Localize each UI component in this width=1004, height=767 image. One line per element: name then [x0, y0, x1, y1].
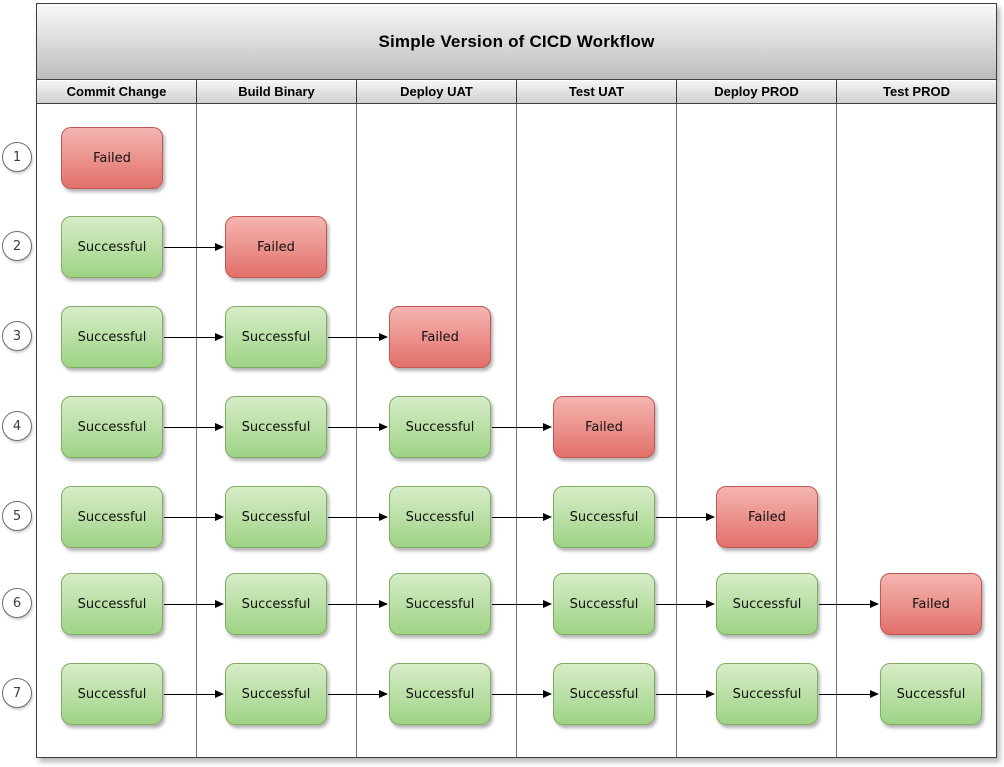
- node-failed: Failed: [716, 486, 818, 548]
- node-successful: Successful: [61, 486, 163, 548]
- node-failed: Failed: [389, 306, 491, 368]
- flow-arrow: [656, 690, 715, 698]
- row-number-badge: 3: [2, 321, 32, 351]
- node-failed: Failed: [880, 573, 982, 635]
- flow-arrow: [328, 690, 388, 698]
- flow-arrow: [328, 333, 388, 341]
- node-successful: Successful: [389, 663, 491, 725]
- workflow-table: Simple Version of CICD Workflow Commit C…: [36, 3, 997, 758]
- flow-arrow: [656, 513, 715, 521]
- flow-arrow: [492, 423, 552, 431]
- swimlane-area: [37, 104, 996, 757]
- node-successful: Successful: [880, 663, 982, 725]
- node-successful: Successful: [389, 486, 491, 548]
- node-successful: Successful: [389, 396, 491, 458]
- column-header-test-uat: Test UAT: [517, 80, 677, 103]
- flow-arrow: [164, 333, 224, 341]
- row-number-badge: 5: [2, 501, 32, 531]
- node-successful: Successful: [225, 663, 327, 725]
- column-header-deploy-uat: Deploy UAT: [357, 80, 517, 103]
- node-successful: Successful: [553, 486, 655, 548]
- flow-arrow: [328, 600, 388, 608]
- flow-arrow: [492, 600, 552, 608]
- node-successful: Successful: [225, 306, 327, 368]
- flow-arrow: [328, 423, 388, 431]
- column-header-row: Commit Change Build Binary Deploy UAT Te…: [37, 80, 996, 104]
- node-failed: Failed: [553, 396, 655, 458]
- column-header-deploy-prod: Deploy PROD: [677, 80, 837, 103]
- node-successful: Successful: [553, 663, 655, 725]
- flow-arrow: [164, 690, 224, 698]
- node-failed: Failed: [225, 216, 327, 278]
- node-successful: Successful: [553, 573, 655, 635]
- node-successful: Successful: [61, 216, 163, 278]
- flow-arrow: [164, 513, 224, 521]
- column-header-build-binary: Build Binary: [197, 80, 357, 103]
- row-number-badge: 2: [2, 231, 32, 261]
- row-number-badge: 7: [2, 678, 32, 708]
- flow-arrow: [164, 243, 224, 251]
- flow-arrow: [164, 423, 224, 431]
- flow-arrow: [819, 690, 879, 698]
- swimlane-test-prod: [837, 104, 996, 757]
- row-number-badge: 1: [2, 142, 32, 172]
- flow-arrow: [492, 513, 552, 521]
- node-successful: Successful: [61, 306, 163, 368]
- row-number-badge: 6: [2, 588, 32, 618]
- column-header-commit-change: Commit Change: [37, 80, 197, 103]
- row-number-badge: 4: [2, 411, 32, 441]
- diagram-title-bar: Simple Version of CICD Workflow: [37, 4, 996, 80]
- node-successful: Successful: [61, 573, 163, 635]
- flow-arrow: [328, 513, 388, 521]
- node-successful: Successful: [61, 663, 163, 725]
- flow-arrow: [656, 600, 715, 608]
- node-successful: Successful: [225, 486, 327, 548]
- node-successful: Successful: [389, 573, 491, 635]
- column-header-test-prod: Test PROD: [837, 80, 996, 103]
- node-successful: Successful: [225, 573, 327, 635]
- node-failed: Failed: [61, 127, 163, 189]
- node-successful: Successful: [716, 663, 818, 725]
- flow-arrow: [164, 600, 224, 608]
- node-successful: Successful: [716, 573, 818, 635]
- diagram-title: Simple Version of CICD Workflow: [378, 31, 655, 51]
- swimlane-deploy-prod: [677, 104, 837, 757]
- flow-arrow: [492, 690, 552, 698]
- node-successful: Successful: [225, 396, 327, 458]
- flow-arrow: [819, 600, 879, 608]
- node-successful: Successful: [61, 396, 163, 458]
